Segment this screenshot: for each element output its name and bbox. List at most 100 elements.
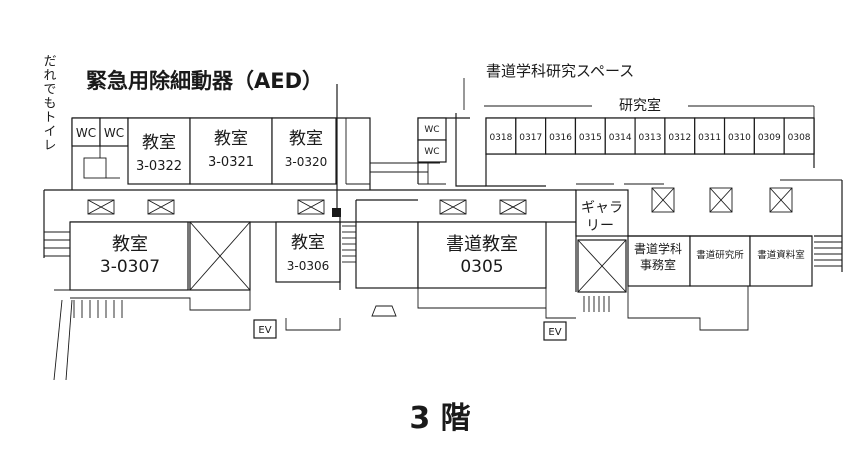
classroom-label: 教室 [289,129,323,149]
research-space-wall [455,113,486,187]
classroom-number: 3-0320 [285,155,328,169]
shodo-archive-room[interactable] [749,235,813,287]
research-room-0312[interactable] [664,117,696,155]
classroom-label: 教室 [142,133,176,153]
stair-center [342,225,356,263]
classroom-number: 3-0306 [287,259,330,273]
gallery-label: ギャラ [581,200,623,216]
stair-west [44,231,70,257]
wc-label: WC [76,126,96,140]
room-unlabeled [355,221,419,289]
duct-box [499,199,527,215]
wc-room[interactable] [71,117,101,147]
research-room-number: 0311 [698,133,721,143]
aed-marker[interactable] [332,208,341,217]
research-room-group: 0318 0317 0316 0315 0314 0313 0312 0311 0310 0309… [485,117,815,155]
office-label: 事務室 [640,257,676,272]
wall-segment [545,288,576,319]
shodo-office-room[interactable] [627,235,691,287]
stair-south-west [73,300,123,318]
research-room-0315[interactable] [574,117,606,155]
shodo-research-space-label: 書道学科研究スペース [486,62,634,80]
classroom-3-0307[interactable] [69,221,189,291]
research-room-number: 0316 [549,133,572,143]
research-room-number: 0310 [728,133,751,143]
classroom-number: 0305 [460,257,503,277]
research-room-number: 0315 [579,133,602,143]
classroom-label: 書道教室 [446,234,518,255]
stair-gallery [583,296,610,312]
research-room-number: 0314 [609,133,632,143]
office-label: 書道学科 [634,241,682,256]
classroom-3-0306[interactable] [275,221,341,283]
research-space-wall [485,154,546,187]
duct-boxes [87,199,527,215]
elevator-label: EV [548,327,561,338]
void-cross [189,221,251,291]
duct-box [439,199,467,215]
wall-segment [417,288,546,309]
elevator-east[interactable] [543,321,567,341]
duct-box [87,199,115,215]
shaft-box [709,187,733,213]
research-room-0318[interactable] [485,117,517,155]
wc-label: WC [424,125,439,135]
duct-box-line [439,199,467,215]
classroom-3-0322[interactable] [127,117,191,185]
wc-room[interactable] [417,139,447,163]
wc-room[interactable] [99,117,129,147]
ramp-line [65,299,73,381]
classroom-label: 教室 [112,234,148,255]
shodo-classroom-0305[interactable] [417,221,547,289]
duct-box-line [87,199,115,215]
duct-box [147,199,175,215]
research-room-number: 0317 [519,133,542,143]
research-room-0308[interactable] [783,117,815,155]
wc-label: WC [424,147,439,157]
stair-east [814,241,842,267]
wc-label: WC [104,126,124,140]
south-west-wall [54,289,251,311]
shaft-boxes [651,187,793,213]
duct-box-line [147,199,175,215]
classroom-3-0321[interactable] [189,117,273,185]
classroom-3-0320[interactable] [271,117,337,185]
research-room-number: 0318 [489,133,512,143]
shaft-box [651,187,675,213]
research-room-0317[interactable] [515,117,547,155]
classroom-number: 3-0307 [100,257,160,277]
shodo-research-institute-room[interactable] [689,235,751,287]
gallery-label: リー [586,218,614,234]
aed-title: 緊急用除細動器（AED） [86,69,323,93]
void-cross [577,239,627,293]
shaft-box-line [769,187,793,213]
accessible-toilet-room[interactable] [83,157,107,179]
research-room-number: 0309 [758,133,781,143]
wall-segment [627,286,749,331]
research-room-number: 0313 [639,133,662,143]
ramp-line [53,299,63,381]
research-room-number: 0312 [668,133,691,143]
duct-box-line [297,199,325,215]
classroom-label: 教室 [214,129,248,149]
research-room-number: 0308 [788,133,811,143]
wall-segment [285,318,341,331]
classroom-number: 3-0321 [208,155,254,170]
research-institute-label: 書道研究所 [696,249,744,261]
shaft-box-line [651,187,675,213]
shaft-box [769,187,793,213]
duct-box-line [499,199,527,215]
fixture [371,305,397,317]
elevator-label: EV [258,325,271,336]
research-room-0316[interactable] [545,117,577,155]
classroom-label: 教室 [291,233,325,253]
research-room-0314[interactable] [604,117,636,155]
accessible-toilet-label: だれでもトイレ [41,54,57,152]
elevator-west[interactable] [253,319,277,339]
shaft-box-line [709,187,733,213]
gallery-room[interactable] [575,189,629,237]
classroom-number: 3-0322 [136,159,182,174]
kenkyushitsu-label: 研究室 [619,97,661,114]
